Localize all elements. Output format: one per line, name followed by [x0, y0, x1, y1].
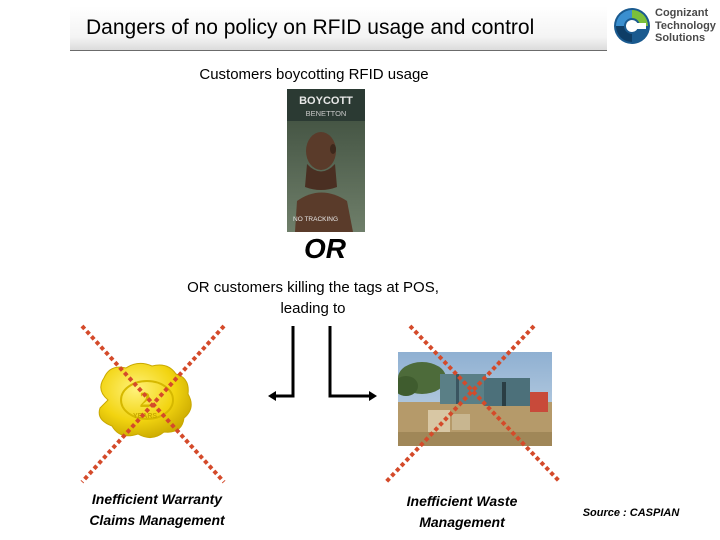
right-arrowhead	[369, 391, 377, 401]
book-title-text: BOYCOTT	[299, 95, 353, 107]
waste-caption: Inefficient Waste Management	[382, 491, 542, 533]
right-arrow-line	[328, 326, 370, 398]
left-arrowhead	[268, 391, 276, 401]
waste-caption-line-1: Inefficient Waste	[406, 493, 518, 509]
book-brand-text: BENETTON	[306, 109, 347, 118]
source-note: Source : CASPIAN	[582, 507, 680, 519]
cross-out-waste	[384, 324, 562, 484]
seal-years-text: YEARS	[133, 413, 157, 420]
split-arrows	[268, 326, 377, 401]
waste-dump-photo	[398, 352, 552, 446]
warranty-caption-line-2: Claims Management	[89, 512, 225, 528]
warranty-caption: Inefficient Warranty Claims Management	[72, 489, 242, 531]
slide-title: Dangers of no policy on RFID usage and c…	[86, 16, 535, 39]
company-logo: Cognizant Technology Solutions	[612, 6, 716, 48]
subtitle: Customers boycotting RFID usage	[199, 66, 429, 83]
cognizant-logo-icon	[614, 8, 650, 44]
or-description-line-2: leading to	[280, 300, 346, 317]
title-bar: Dangers of no policy on RFID usage and c…	[70, 6, 607, 51]
boycott-book-cover: BOYCOTT BENETTON NO TRACKING	[287, 89, 365, 232]
or-description-line-1: OR customers killing the tags at POS,	[187, 279, 439, 296]
left-arrow-line	[274, 326, 295, 398]
or-heading: OR	[304, 233, 346, 264]
book-tagline-text: NO TRACKING	[293, 216, 338, 223]
cross-out-warranty	[80, 324, 226, 484]
logo-line-1: Cognizant	[655, 7, 709, 19]
logo-line-3: Solutions	[655, 32, 706, 44]
logo-wordmark: Cognizant Technology Solutions	[655, 7, 716, 45]
logo-line-2: Technology	[655, 19, 716, 32]
warranty-caption-line-1: Inefficient Warranty	[91, 491, 223, 507]
svg-text:2: 2	[140, 387, 151, 412]
or-description: OR customers killing the tags at POS, le…	[0, 277, 626, 319]
waste-caption-line-2: Management	[419, 514, 505, 530]
